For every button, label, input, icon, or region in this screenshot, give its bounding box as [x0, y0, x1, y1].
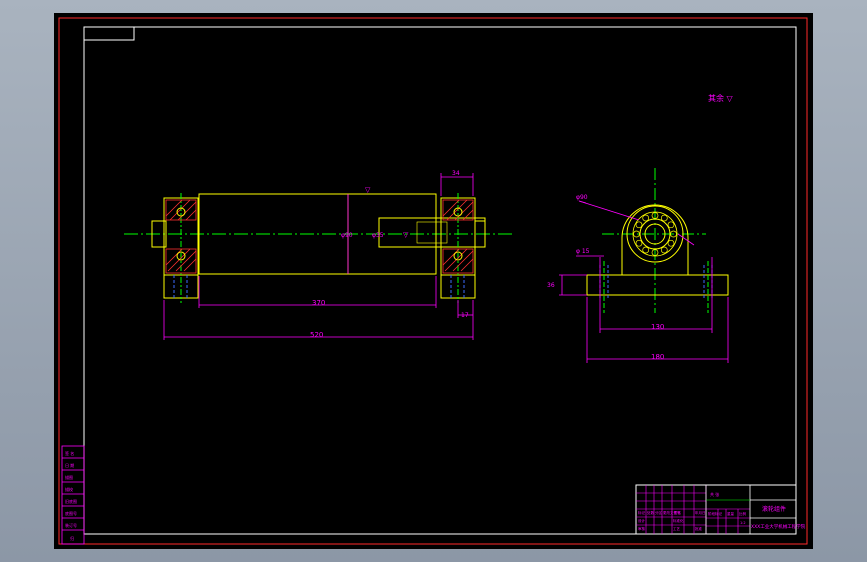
title-cell: 年月日: [695, 510, 706, 515]
inner-shaft: [378, 217, 486, 248]
right-hatch: [442, 199, 474, 274]
title-cell: 工艺: [673, 526, 681, 531]
right-shaft-end: [474, 220, 486, 248]
dim-shaft-diameter: φ35: [372, 232, 384, 239]
front-roughness-mark: ▽: [365, 186, 371, 194]
side-view: φ90 φ 15 36 130 180: [547, 168, 729, 363]
title-cell: 设计: [638, 518, 646, 523]
front-dimensions: [163, 173, 474, 340]
dim-roller-diameter: φ90: [341, 232, 353, 239]
cad-drawing-svg: 其余 ▽: [58, 17, 808, 545]
dim-bearing-width: 34: [452, 170, 460, 177]
bearing-balls: [633, 212, 677, 256]
title-part-name: 滚轮组件: [762, 505, 786, 513]
title-company: XXX工业大学机械工程学院: [751, 523, 806, 530]
title-sheet-label: 共 张: [710, 491, 719, 497]
front-view: 370 520 34 17 φ90 φ35 ▽ ▽: [124, 170, 512, 340]
left-shaft-end: [151, 220, 167, 248]
title-cell: 审核: [638, 526, 646, 531]
bearing-outer: [626, 205, 684, 263]
title-cell: 标记: [638, 510, 646, 515]
left-table-label: 签 名: [65, 450, 74, 456]
dim-center-height: 36: [547, 282, 555, 289]
bearing-race: [632, 211, 678, 257]
shaft-bore: [644, 223, 666, 245]
left-record-table: 签 名 日 期 描图 描校 旧底图 底图号 装订号 归: [61, 445, 85, 545]
code-box: [83, 26, 135, 41]
outer-border: [58, 17, 808, 545]
pillow-base: [586, 274, 729, 296]
roller-body: [198, 193, 437, 275]
left-table-label: 装订号: [65, 522, 77, 528]
dim-hole-diameter: φ 15: [576, 248, 590, 255]
left-table-label: 描图: [65, 474, 73, 480]
bearing-inner: [639, 218, 671, 250]
title-block: 滚轮组件 XXX工业大学机械工程学院 共 张 标记 处数 分区 更改文件号 签名…: [635, 484, 806, 535]
drawing-frame: [83, 26, 797, 535]
title-cell: 更改文件号: [663, 510, 681, 515]
left-table-label: 日 期: [65, 462, 74, 468]
left-table-label: 描校: [65, 486, 73, 492]
drawing-canvas[interactable]: 其余 ▽: [54, 13, 813, 549]
dim-base-length: 180: [651, 353, 664, 361]
roughness-note: 其余 ▽: [708, 93, 734, 103]
right-bearing-ball-bottom: [453, 251, 463, 261]
shaft-keyway: [416, 221, 448, 244]
title-cell: 标准化: [673, 518, 684, 523]
title-cell: 批准: [695, 526, 703, 531]
right-bearing-ball-top: [453, 207, 463, 217]
left-table-label: 旧底图: [65, 498, 77, 504]
pillow-body: [621, 204, 689, 275]
title-cell: 1:2: [740, 521, 746, 525]
title-cell: 处数: [647, 510, 655, 515]
shaft-roughness-mark: ▽: [403, 231, 409, 239]
title-cell: 重量: [727, 511, 735, 516]
left-bearing-ball-bottom: [176, 251, 186, 261]
dim-bolt-spacing: 130: [651, 323, 664, 331]
dim-bore-diameter: φ90: [576, 194, 588, 201]
left-bearing-ball-top: [176, 207, 186, 217]
dim-roller-length: 370: [312, 299, 325, 307]
dim-overall-length: 520: [310, 331, 323, 339]
title-cell: 比例: [739, 511, 747, 516]
left-table-label: 底图号: [65, 510, 77, 516]
title-cell: 分区: [655, 510, 663, 515]
title-cell: 阶段标记: [708, 511, 722, 516]
side-dimensions: [559, 200, 729, 363]
dim-end-offset: 17: [461, 312, 469, 319]
left-table-label: 归: [70, 535, 74, 541]
title-cell: 签名: [674, 510, 681, 515]
